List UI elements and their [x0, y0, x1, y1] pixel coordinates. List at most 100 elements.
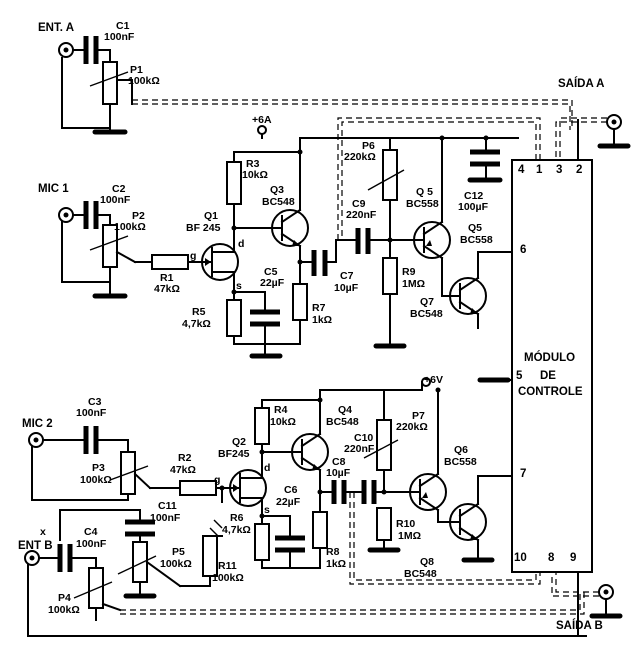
- r3-value: 10kΩ: [242, 169, 268, 181]
- c5-value: 22µF: [260, 277, 285, 289]
- q1-value: BF 245: [186, 222, 221, 234]
- r11-value: 100kΩ: [212, 572, 244, 584]
- module-pin-6: 6: [520, 244, 527, 256]
- jumper-mark: x: [40, 526, 46, 538]
- q7-ref: Q7: [420, 296, 435, 308]
- q2-ref: Q2: [232, 436, 247, 448]
- c3-value: 100nF: [76, 407, 107, 419]
- q8-transistor: [437, 475, 513, 561]
- p2-ref: P2: [132, 210, 145, 222]
- saida-a-label: SAÍDA A: [558, 78, 605, 90]
- module-pin-2: 2: [576, 164, 583, 176]
- c10-ref: C10: [354, 432, 374, 444]
- r6-value: 4,7kΩ: [222, 524, 251, 536]
- q6-transistor: [405, 389, 447, 523]
- q2-jfet: [229, 443, 267, 525]
- c1-ref: C1: [116, 20, 130, 32]
- q5-upper-value: BC558: [406, 198, 439, 210]
- r7-value: 1kΩ: [312, 314, 333, 326]
- module-pin-3: 3: [556, 164, 563, 176]
- module-line3: CONTROLE: [518, 386, 583, 398]
- r5-value: 4,7kΩ: [182, 318, 211, 330]
- r11-ref: R11: [218, 560, 237, 572]
- module-pin-7: 7: [520, 468, 527, 480]
- c5-ref: C5: [264, 266, 278, 278]
- mic1-label: MIC 1: [38, 183, 69, 195]
- c3-ref: C3: [88, 396, 102, 408]
- r9-value: 1MΩ: [402, 278, 426, 290]
- p7-ref: P7: [412, 410, 425, 422]
- q2-drain-label: d: [264, 462, 271, 474]
- c6-ref: C6: [284, 484, 298, 496]
- c1-value: 100nF: [104, 31, 135, 43]
- c11-value: 100nF: [150, 512, 181, 524]
- r1-ref: R1: [160, 272, 174, 284]
- q2-value: BF245: [218, 448, 250, 460]
- q1-ref: Q1: [204, 210, 219, 222]
- q8-ref: Q8: [420, 556, 435, 568]
- q8-value: BC548: [404, 568, 437, 580]
- q5-upper-ref: Q 5: [416, 186, 433, 198]
- mic1-section: [58, 201, 203, 299]
- p1-value: 100kΩ: [128, 75, 160, 87]
- c4-value: 100nF: [76, 538, 107, 550]
- q4-ref: Q4: [338, 404, 353, 416]
- module-pin-8: 8: [548, 552, 555, 564]
- ent-a-section: [58, 36, 573, 135]
- r8-ref: R8: [326, 546, 340, 558]
- q2-gate-label: g: [214, 474, 221, 486]
- saida-b-label: SAÍDA B: [556, 620, 603, 632]
- r10-ref: R10: [396, 518, 416, 530]
- r2-ref: R2: [178, 452, 192, 464]
- r5-ref: R5: [192, 306, 206, 318]
- c10-value: 220nF: [344, 443, 375, 455]
- c7-ref: C7: [340, 270, 354, 282]
- supply-b-label: +6V: [424, 374, 443, 386]
- c12-ref: C12: [464, 190, 484, 202]
- supply-a-label: +6A: [252, 114, 272, 126]
- q7-transistor: [441, 251, 519, 329]
- module-line1: MÓDULO: [524, 352, 576, 364]
- p3-value: 100kΩ: [80, 474, 112, 486]
- control-module: [511, 159, 593, 573]
- r10-value: 1MΩ: [398, 530, 422, 542]
- p6-value: 220kΩ: [344, 151, 376, 163]
- c2-value: 100nF: [100, 194, 131, 206]
- p5-ref: P5: [172, 546, 185, 558]
- c9-ref: C9: [352, 198, 366, 210]
- p1-ref: P1: [130, 64, 143, 76]
- r4-ref: R4: [274, 404, 288, 416]
- p4-value: 100kΩ: [48, 604, 80, 616]
- q5-upper-transistor: [411, 137, 451, 283]
- r9-ref: R9: [402, 266, 416, 278]
- q4-value: BC548: [326, 416, 359, 428]
- q1-drain-label: d: [238, 238, 245, 250]
- p3-ref: P3: [92, 462, 105, 474]
- c6-value: 22µF: [276, 496, 301, 508]
- p7-value: 220kΩ: [396, 421, 428, 433]
- c8-value: 10µF: [326, 467, 351, 479]
- p2-value: 100kΩ: [114, 221, 146, 233]
- module-pin-4: 4: [518, 164, 525, 176]
- p6-ref: P6: [362, 140, 375, 152]
- c4-ref: C4: [84, 526, 98, 538]
- r6-ref: R6: [230, 512, 244, 524]
- module-pin-1: 1: [536, 164, 543, 176]
- c7-value: 10µF: [334, 282, 359, 294]
- q6-ref: Q6: [454, 444, 469, 456]
- c8-ref: C8: [332, 456, 346, 468]
- r2-value: 47kΩ: [170, 464, 196, 476]
- ent-b-label: ENT B: [18, 540, 53, 552]
- r4-value: 10kΩ: [270, 416, 296, 428]
- module-line2: DE: [540, 370, 556, 382]
- q2-source-label: s: [264, 504, 270, 516]
- r8-value: 1kΩ: [326, 558, 347, 570]
- module-pin-10: 10: [514, 552, 527, 564]
- ent-a-label: ENT. A: [38, 22, 74, 34]
- q6-value: BC558: [444, 456, 477, 468]
- q3-value: BC548: [262, 196, 295, 208]
- q4-transistor: [291, 399, 329, 493]
- r1-value: 47kΩ: [154, 283, 180, 295]
- p4-ref: P4: [58, 592, 71, 604]
